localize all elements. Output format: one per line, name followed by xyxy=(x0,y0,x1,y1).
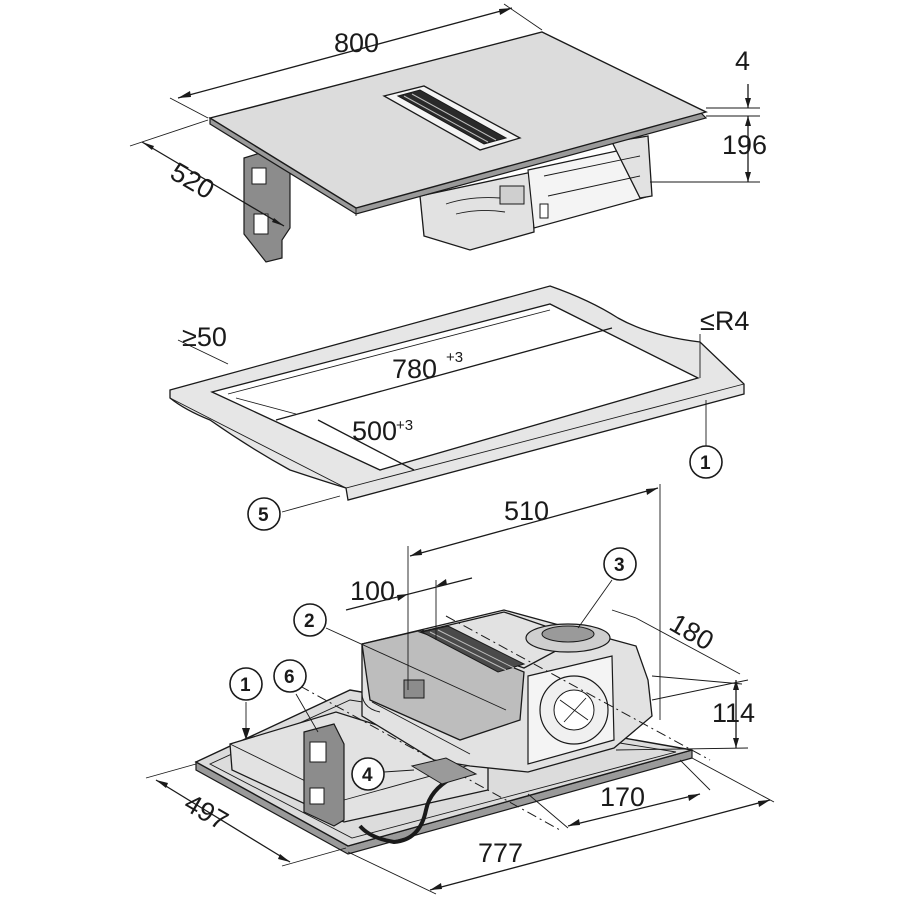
fan-width-label: 510 xyxy=(504,496,549,526)
callout-1-top: 1 xyxy=(689,400,723,479)
callout-4: 4 xyxy=(351,757,478,791)
callout-5-label: 5 xyxy=(258,505,269,526)
callout-2: 2 xyxy=(293,603,507,711)
callout-3-label: 3 xyxy=(614,555,625,576)
cutout-margin-label: ≥50 xyxy=(182,322,227,352)
outlet-depth-label: 180 xyxy=(665,608,719,657)
hob-depth-label: 520 xyxy=(165,157,219,206)
callout-6: 6 xyxy=(273,659,319,733)
callout-5: 5 xyxy=(247,495,341,531)
fan-height-label: 114 xyxy=(712,698,755,728)
fan-centerline xyxy=(299,685,561,831)
hob-width-label: 800 xyxy=(334,28,379,58)
callout-3: 3 xyxy=(577,547,637,629)
cutout-width-tolerance: +3 xyxy=(446,349,463,366)
worktop-frame xyxy=(169,285,745,501)
cutout-depth-label: 500 xyxy=(352,416,397,446)
mounting-bracket-left xyxy=(243,149,291,263)
dimension-base-width: 777 xyxy=(347,757,775,895)
dimension-cutout-width: 780 +3 xyxy=(235,327,613,421)
callout-1-bottom: 1 xyxy=(229,667,263,740)
hob-height-label: 196 xyxy=(722,130,767,160)
worktop-cutout-assembly: ≥50 ≤R4 780 +3 500 +3 1 xyxy=(169,285,749,531)
dimension-hob-width: 800 xyxy=(169,3,543,119)
outlet-offset-label: 170 xyxy=(600,782,645,812)
power-cable xyxy=(358,776,453,845)
dimension-hob-height: 4 196 xyxy=(650,46,767,183)
dimension-corner-radius: ≤R4 xyxy=(699,306,749,378)
fan-offset-label: 100 xyxy=(350,576,395,606)
mounting-bracket-bottom xyxy=(303,723,345,827)
fan-unit-assembly: 510 100 180 114 xyxy=(145,484,775,895)
dimension-cutout-depth: 500 +3 xyxy=(317,416,415,471)
dimension-fan-width: 510 xyxy=(407,484,661,720)
downdraft-vent xyxy=(382,85,522,151)
dimension-fan-height: 114 xyxy=(615,679,755,751)
base-depth-label: 497 xyxy=(179,788,233,837)
corner-radius-label: ≤R4 xyxy=(700,306,749,336)
callout-2-label: 2 xyxy=(304,611,315,632)
dimension-cutout-margin: ≥50 xyxy=(177,322,229,365)
callout-6-label: 6 xyxy=(284,667,295,688)
dimension-outlet-offset: 170 xyxy=(445,615,711,829)
cutout-width-label: 780 xyxy=(392,354,437,384)
callout-4-label: 4 xyxy=(362,765,373,786)
glass-thickness-label: 4 xyxy=(735,46,750,76)
hob-assembly: 800 520 4 196 xyxy=(129,3,767,263)
base-width-label: 777 xyxy=(478,838,523,868)
hob-underside-housing xyxy=(419,135,653,251)
fan-motor-housing xyxy=(361,609,653,773)
callout-1-bottom-label: 1 xyxy=(240,675,251,696)
cutout-depth-tolerance: +3 xyxy=(396,417,413,434)
dimension-fan-offset: 100 xyxy=(345,576,473,640)
callout-1-top-label: 1 xyxy=(700,453,711,474)
